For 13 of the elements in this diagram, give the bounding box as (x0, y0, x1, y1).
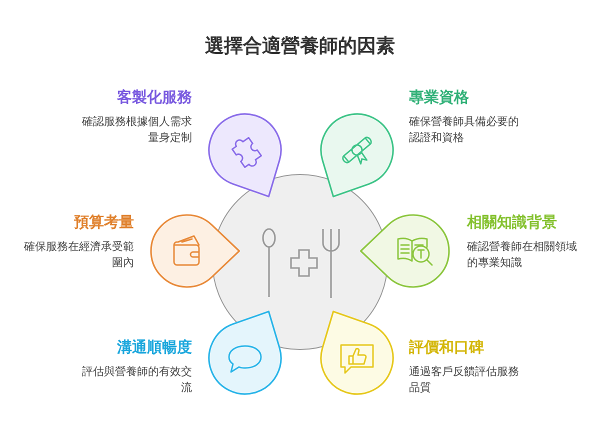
factor-heading: 溝通順暢度 (117, 338, 192, 357)
factor-description: 通過客戶反饋評估服務品質 (409, 364, 520, 396)
factor-description: 確保營養師具備必要的認證和資格 (409, 114, 520, 146)
diagram-title: 選擇合適營養師的因素 (204, 34, 396, 59)
factor-heading: 客製化服務 (117, 88, 192, 107)
factor-description: 確認服務根據個人需求量身定制 (81, 114, 192, 146)
factor-heading: 評價和口碑 (409, 338, 484, 357)
factor-description: 確認營養師在相關領域的專業知識 (467, 239, 578, 271)
factor-heading: 預算考量 (74, 213, 134, 232)
factor-description: 評估與營養師的有效交流 (81, 364, 192, 396)
factor-heading: 相關知識背景 (467, 213, 557, 232)
factor-heading: 專業資格 (409, 88, 469, 107)
factor-description: 確保服務在經濟承受範圍內 (23, 239, 134, 271)
